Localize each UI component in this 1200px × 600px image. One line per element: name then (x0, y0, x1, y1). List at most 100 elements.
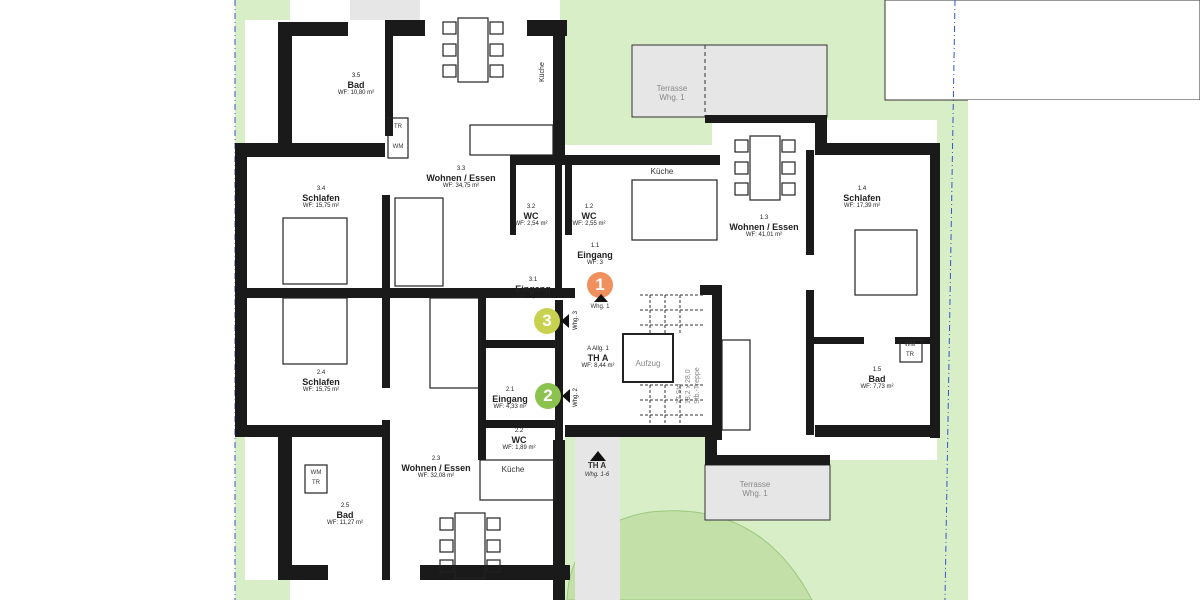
dining-table-3 (457, 17, 489, 83)
sofa-1 (721, 339, 751, 431)
room-area: WF: 1,89 m² (502, 445, 536, 452)
interior-right (712, 120, 937, 460)
room-area: WF: 41,01 m² (745, 232, 783, 239)
room-name: TH A (587, 352, 609, 363)
terrace-name: Terrasse (656, 84, 688, 93)
entry-marker-3: 3 (534, 308, 560, 334)
room-number: 1.4 (857, 186, 867, 192)
entry-arrow-icon (594, 294, 608, 302)
terrace-apartment: Whg. 1 (659, 92, 685, 102)
kitchen-counter-3 (469, 124, 554, 156)
room-name: Eingang (577, 249, 613, 260)
walls (235, 20, 940, 600)
entry-path (575, 435, 620, 600)
neighbor-building (884, 0, 1200, 101)
room-area: WF: 2,55 m² (572, 221, 606, 228)
bed-2 (282, 297, 348, 365)
furniture (282, 17, 923, 579)
room-name: Wohnen / Essen (426, 172, 496, 183)
room-name: Wohnen / Essen (729, 221, 799, 232)
interior-left (245, 20, 565, 580)
entry-label-whg1: Whg. 1 (590, 304, 610, 310)
room-name: WC (523, 210, 539, 221)
room-area: WF: 4,33 m² (493, 404, 527, 411)
stairs (640, 294, 705, 425)
room-area: WF: 2,54 m² (514, 221, 548, 228)
room-area: WF: 17,39 m² (843, 203, 881, 210)
terrace-name: Terrasse (739, 480, 771, 489)
room-number: 3.1 (528, 277, 538, 283)
terrace-top (631, 44, 828, 118)
washer-dryer-1 (899, 339, 923, 363)
washer-dryer-2 (304, 464, 328, 494)
room-number: A Allg. 1 (587, 346, 609, 352)
room-area: WF: 10,80 m² (337, 90, 375, 97)
dryer-label-1: TR (906, 352, 914, 358)
house-entry-arrow-icon (590, 451, 606, 461)
room-area: WF: 32,08 m² (417, 473, 455, 480)
room-area: WF: 5,34 m² (516, 294, 550, 301)
dryer-label-3: TR (394, 124, 402, 130)
room-number: 2.5 (340, 503, 350, 509)
stairs-dimensions: 18,2 x 28,0 (685, 369, 692, 404)
house-entry-sub: Whg. 1-6 (584, 472, 610, 478)
room-name: Schlafen (302, 376, 340, 387)
room-name: Bad (336, 509, 354, 520)
room-number: 1.2 (584, 204, 594, 210)
room-area: WF: 8,44 m² (581, 363, 615, 370)
washer-label-1: WM (904, 342, 916, 348)
stairs-type: Stb.-Treppe (694, 367, 701, 404)
entry-marker-2: 2 (535, 383, 561, 409)
bed-1 (854, 229, 918, 296)
room-area: WF: 7,73 m² (860, 384, 894, 391)
elevator-label: Aufzug (635, 359, 661, 368)
stairs-steps: 17 Stg (676, 383, 683, 404)
room-number: 1.3 (759, 215, 769, 221)
house-entry-label: TH A (587, 461, 607, 470)
dining-table-2 (454, 512, 486, 579)
room-name: Eingang (492, 393, 528, 404)
entry-label-whg2: Whg. 2 (573, 387, 579, 407)
room-name: Wohnen / Essen (401, 462, 471, 473)
entry-arrow-icon (561, 314, 569, 328)
room-name: Bad (347, 79, 365, 90)
entry-arrow-icon (562, 389, 570, 403)
kitchen-counter-2 (479, 459, 556, 501)
sofa-3 (394, 197, 444, 287)
entry-marker-1: 1 (587, 272, 613, 298)
room-name: WC (511, 434, 527, 445)
room-area: WF: 34,75 m² (442, 183, 480, 190)
washer-dryer-3 (387, 117, 409, 159)
room-number: 3.4 (316, 186, 326, 192)
path-strip (350, 0, 420, 20)
kitchen-island-1 (631, 179, 718, 241)
room-number: 3.5 (351, 73, 361, 79)
room-area: WF: 15,75 m² (302, 203, 340, 210)
terrace-apartment: Whg. 1 (742, 488, 768, 498)
room-number: 2.1 (505, 387, 515, 393)
kitchen-label-2: Küche (501, 465, 525, 474)
interior-stairwell (565, 150, 715, 435)
bed-3 (282, 217, 348, 285)
room-number: 2.4 (316, 370, 326, 376)
room-area: WF: 3 (587, 260, 603, 267)
entry-label-whg3: Whg. 3 (573, 310, 579, 330)
room-number: 1.5 (872, 367, 882, 373)
room-number: 3.2 (526, 204, 536, 210)
